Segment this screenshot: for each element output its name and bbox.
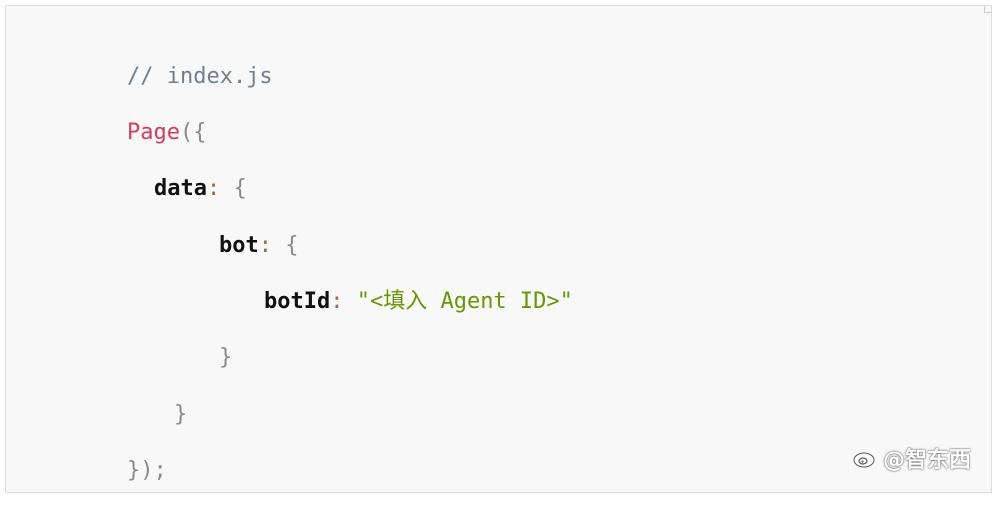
code-block: // index.js Page({ data: { bot: { botId:… <box>5 5 992 493</box>
bot-brace-close: } <box>218 345 233 370</box>
data-brace-close: } <box>173 402 188 427</box>
watermark-text: @智东西 <box>882 448 971 473</box>
code-line-bot-close: } <box>166 313 232 403</box>
botid-key: botId <box>263 289 331 314</box>
bot-brace-open: { <box>285 233 299 258</box>
watermark: @智东西 <box>853 442 971 474</box>
code-line-page-open: Page({ <box>74 88 206 178</box>
code-line-comment: // index.js <box>74 32 273 122</box>
data-key: data <box>153 176 207 201</box>
code-line-bot-key: bot: { <box>166 201 299 291</box>
code-line-data-key: data: { <box>101 144 247 234</box>
page-function-name: Page <box>126 120 180 145</box>
data-brace-open: { <box>233 176 247 201</box>
bot-key: bot <box>218 233 259 258</box>
code-line-page-close: }); <box>74 426 167 516</box>
code-line-data-close: } <box>121 370 187 460</box>
corner-mark <box>984 6 991 13</box>
botid-value: "<填入 Agent ID>" <box>356 289 573 314</box>
botid-colon: : <box>330 289 344 314</box>
weibo-icon <box>853 447 879 469</box>
comment-text: // index.js <box>126 64 273 89</box>
data-colon: : <box>206 176 221 201</box>
page-close-punct: }); <box>126 458 167 483</box>
bot-colon: : <box>258 233 272 258</box>
page-open-punct: ({ <box>179 120 207 145</box>
code-line-botid: botId: "<填入 Agent ID>" <box>211 257 573 347</box>
